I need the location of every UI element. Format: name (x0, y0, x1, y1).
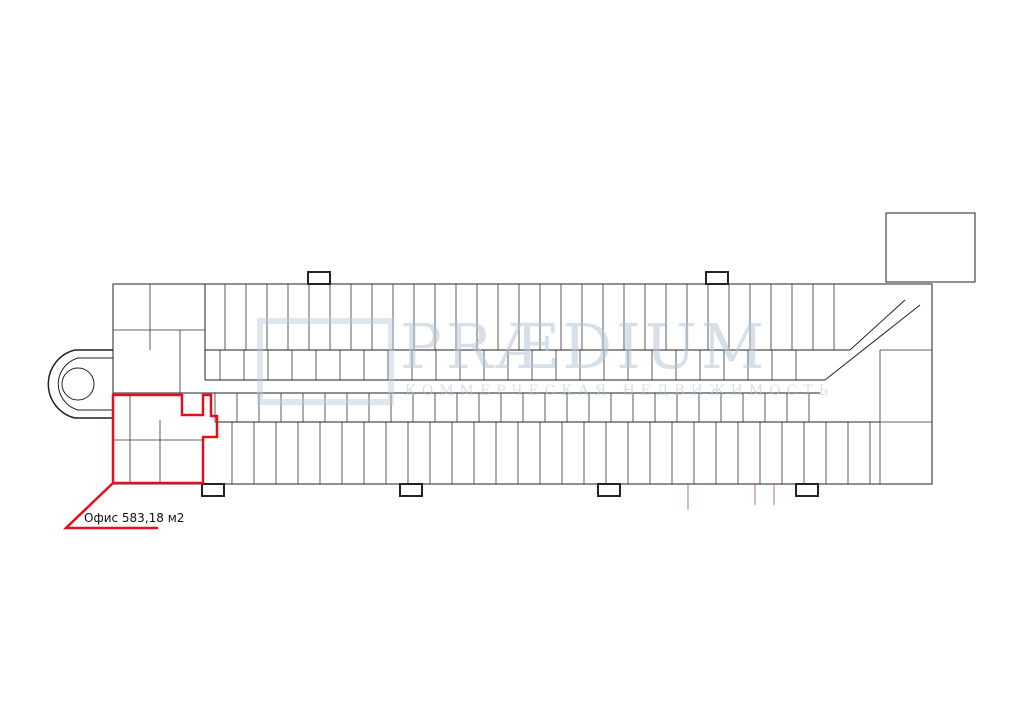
watermark-logo (257, 318, 394, 405)
office-leader-line (62, 482, 158, 530)
building-walls (47, 212, 976, 497)
spiral-ramp (47, 349, 113, 419)
office-area-label: Офис 583,18 м2 (84, 511, 185, 525)
stair-top-left (307, 271, 331, 285)
stair-bottom-4 (795, 483, 819, 497)
stair-bottom-3 (597, 483, 621, 497)
stair-top-right (705, 271, 729, 285)
building-outline (112, 283, 933, 485)
diagonal-corridor-a (849, 299, 906, 351)
stair-bottom-1 (201, 483, 225, 497)
tower-block (885, 212, 976, 283)
office-highlight (62, 393, 219, 530)
stair-bottom-2 (399, 483, 423, 497)
office-outline (111, 393, 219, 485)
diagonal-corridor-b (824, 304, 921, 381)
